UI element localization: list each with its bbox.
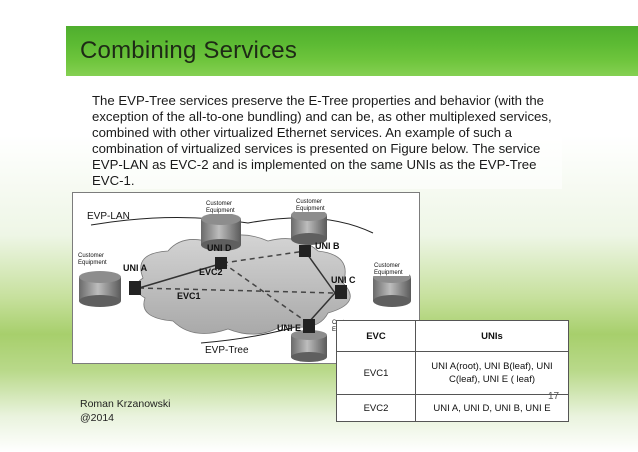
footer-author: Roman Krzanowski — [80, 398, 171, 410]
customer-equipment-right-top — [291, 209, 327, 245]
network-diagram-graphic — [79, 209, 411, 362]
customer-equipment-bottom — [291, 330, 327, 362]
customer-equipment-left — [79, 271, 121, 307]
table-header-evc: EVC — [336, 320, 416, 352]
customer-equipment-label: Customer Equipment — [77, 253, 113, 266]
table-cell-unis: UNI A(root), UNI B(leaf), UNI C(leaf), U… — [415, 351, 569, 395]
evc2-label: EVC2 — [199, 267, 223, 277]
uni-e-label: UNI E — [277, 323, 302, 333]
slide-title: Combining Services — [80, 37, 298, 64]
footer-year: @2014 — [80, 412, 115, 424]
uni-b-label: UNI B — [315, 241, 340, 251]
table-cell-evc: EVC1 — [336, 351, 416, 395]
page-number: 17 — [548, 391, 560, 402]
table-cell-unis: UNI A, UNI D, UNI B, UNI E — [415, 394, 569, 422]
customer-equipment-right — [373, 271, 411, 307]
table-row: EVC2 UNI A, UNI D, UNI B, UNI E — [336, 394, 569, 422]
body-paragraph: The EVP-Tree services preserve the E-Tre… — [92, 93, 562, 189]
footer: Roman Krzanowski @2014 — [80, 397, 170, 425]
customer-equipment-top — [201, 213, 241, 251]
uni-c-label: UNI C — [331, 275, 356, 285]
customer-equipment-label: Customer Equipment — [295, 199, 331, 212]
evp-lan-label: EVP-LAN — [87, 211, 130, 222]
title-bar — [66, 26, 638, 76]
uni-a-label: UNI A — [123, 263, 148, 273]
table-header-unis: UNIs — [415, 320, 569, 352]
customer-equipment-label: Customer Equipment — [205, 201, 241, 214]
table-row: EVC1 UNI A(root), UNI B(leaf), UNI C(lea… — [336, 351, 569, 395]
customer-equipment-label: Customer Equipment — [373, 263, 409, 276]
evc-table: EVC UNIs EVC1 UNI A(root), UNI B(leaf), … — [336, 320, 569, 422]
evp-tree-label: EVP-Tree — [205, 345, 249, 356]
table-cell-evc: EVC2 — [336, 394, 416, 422]
table-header-row: EVC UNIs — [336, 320, 569, 352]
uni-d-label: UNI D — [207, 243, 232, 253]
evc1-label: EVC1 — [177, 291, 201, 301]
